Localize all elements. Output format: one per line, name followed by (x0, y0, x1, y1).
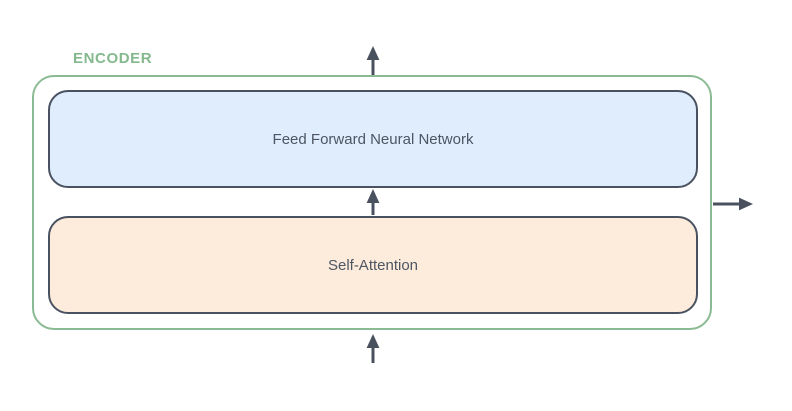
feed-forward-label: Feed Forward Neural Network (272, 130, 474, 148)
encoder-label: ENCODER (73, 50, 153, 67)
output-arrow-icon (366, 46, 380, 75)
self-attention-label: Self-Attention (327, 256, 419, 274)
side-output-arrow-icon (713, 197, 753, 211)
input-arrow-icon (366, 334, 380, 363)
self-attention-block: Self-Attention (48, 216, 698, 314)
feed-forward-block: Feed Forward Neural Network (48, 90, 698, 188)
